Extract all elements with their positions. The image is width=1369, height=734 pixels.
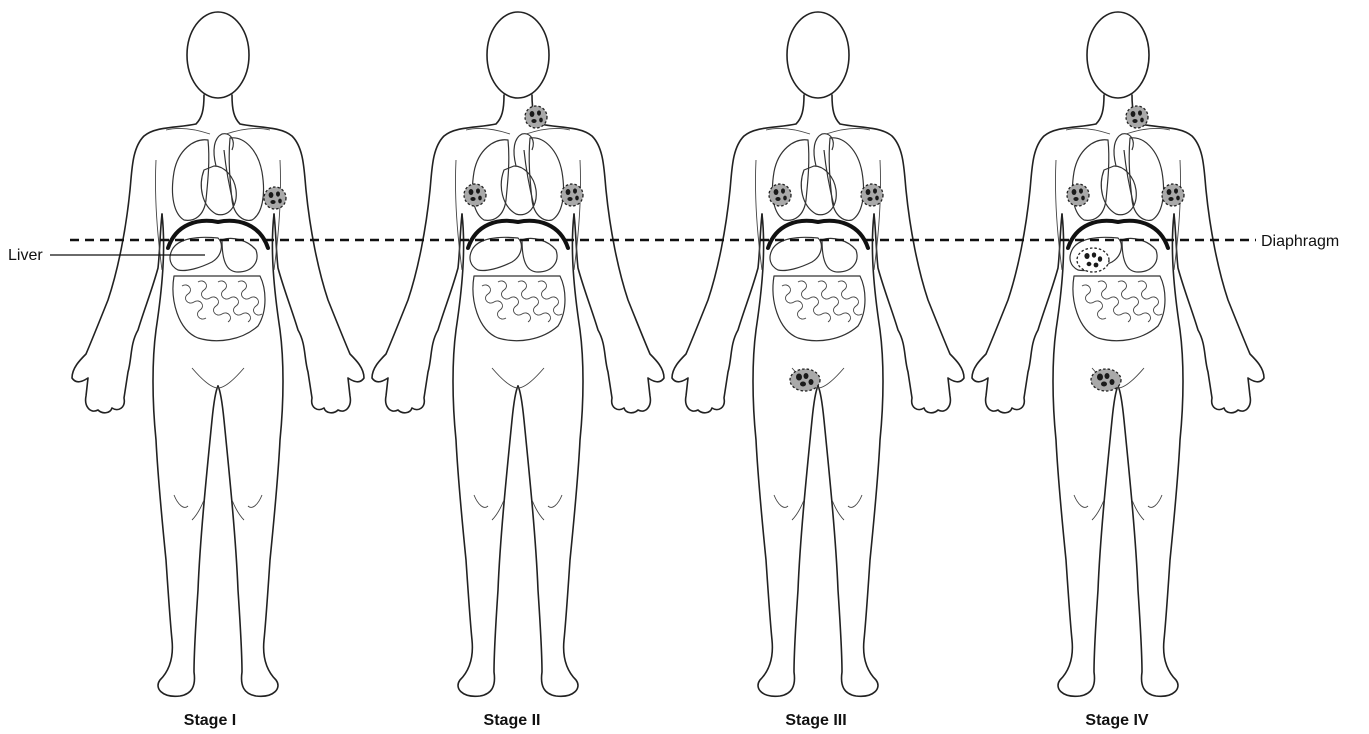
diaphragm-label: Diaphragm — [1261, 233, 1339, 250]
figure-stage-3 — [672, 12, 964, 696]
lymph-node-left-axillary — [561, 184, 583, 206]
lymph-node-left-axillary — [861, 184, 883, 206]
lymph-node-right-axillary — [769, 184, 791, 206]
stage-label-2: Stage II — [484, 712, 541, 729]
lymph-node-left-axillary — [264, 187, 286, 209]
lymph-node-left-axillary — [1162, 184, 1184, 206]
stage-label-4: Stage IV — [1085, 712, 1148, 729]
figure-stage-4 — [972, 12, 1264, 696]
figure-stage-2 — [372, 12, 664, 696]
lymph-node-inguinal — [790, 369, 820, 391]
figure-stage-1 — [72, 12, 364, 696]
lymph-node-inguinal — [1091, 369, 1121, 391]
stage-label-3: Stage III — [785, 712, 846, 729]
lymph-node-left-cervical — [525, 106, 547, 128]
lymph-node-left-cervical — [1126, 106, 1148, 128]
lymph-node-right-axillary — [1067, 184, 1089, 206]
stage-label-1: Stage I — [184, 712, 236, 729]
lymph-node-right-axillary — [464, 184, 486, 206]
liver-lesion — [1077, 248, 1109, 272]
liver-label: Liver — [8, 247, 43, 264]
